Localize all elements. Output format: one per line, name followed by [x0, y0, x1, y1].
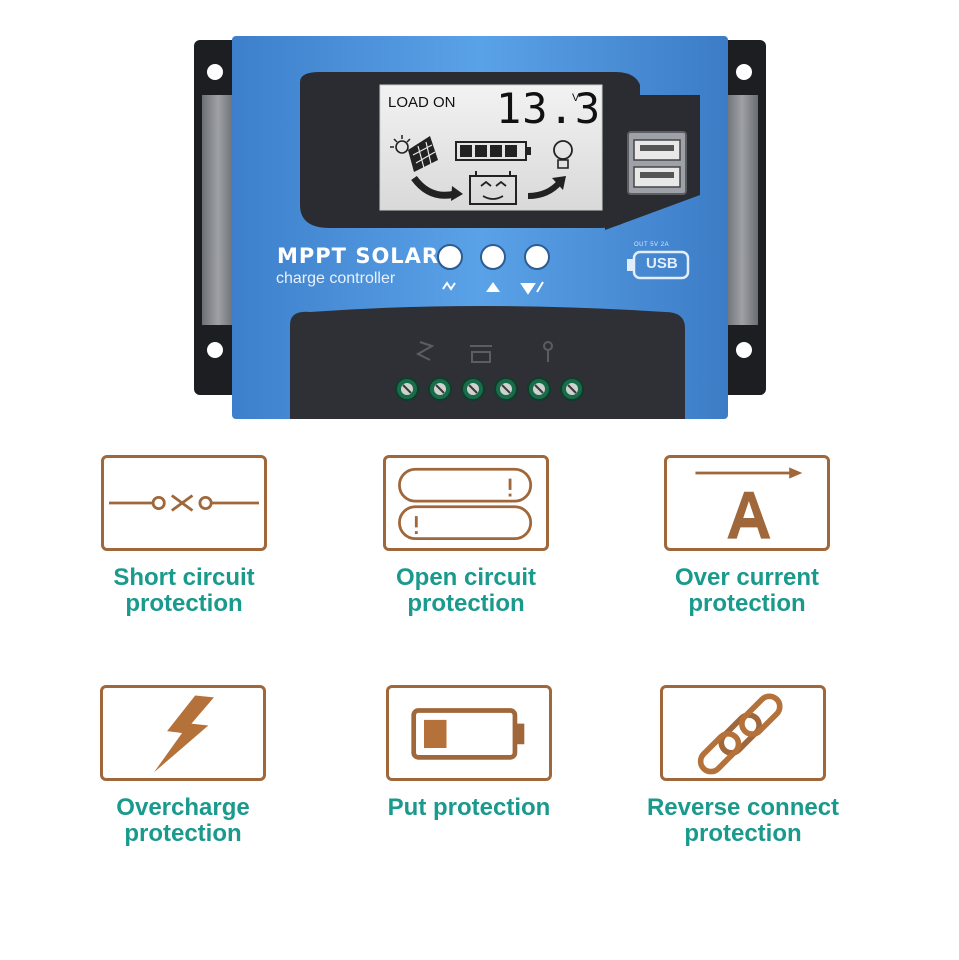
open-switch-icon [101, 455, 267, 551]
down-symbol-icon [520, 281, 544, 295]
brand-title: MPPT SOLAR [277, 244, 440, 268]
feature-put: Put protection [319, 685, 619, 865]
brand-subtitle: charge controller [276, 270, 396, 287]
lightning-icon [100, 685, 266, 781]
terminal-screw[interactable] [494, 377, 518, 401]
feature-reverse-connect: Reverse connect protection [593, 685, 893, 865]
solar-panel-icon [390, 135, 438, 172]
up-symbol-icon [486, 282, 500, 292]
battery-icon [386, 685, 552, 781]
feature-title: Put protection [387, 794, 551, 821]
terminal-symbols [415, 341, 553, 363]
feature-title: Short circuit [113, 564, 255, 591]
chain-link-icon [660, 685, 826, 781]
load-status-label: LOAD ON [388, 94, 456, 111]
charge-arrow-icon [411, 175, 463, 201]
up-button[interactable] [480, 244, 506, 270]
feature-title: Open circuit [395, 564, 537, 591]
feature-subtitle: protection [125, 590, 243, 617]
feature-title: Overcharge [116, 794, 250, 821]
right-mount-flange [718, 40, 766, 395]
battery-level-icon [455, 141, 531, 161]
loop-wire-icon [383, 455, 549, 551]
charge-controller-device: LOAD ON 13.3 V MPPT SOLAR charge control… [0, 0, 959, 430]
feature-over-current: Over current protection [597, 455, 897, 635]
terminal-screw[interactable] [461, 377, 485, 401]
feature-open-circuit: Open circuit protection [316, 455, 616, 635]
feature-title: Over current [674, 564, 820, 591]
terminal-screw[interactable] [560, 377, 584, 401]
usb-logo-label: USB [646, 255, 678, 272]
terminal-screw[interactable] [395, 377, 419, 401]
usb-rating-label: OUT 5V 2A [634, 242, 670, 248]
feature-subtitle: protection [407, 590, 525, 617]
down-button[interactable] [524, 244, 550, 270]
feature-subtitle: protection [684, 820, 802, 847]
discharge-arrow-icon [527, 176, 566, 199]
feature-subtitle: protection [124, 820, 242, 847]
left-mount-flange [194, 40, 242, 395]
battery-status-icon [469, 171, 517, 205]
terminal-screw[interactable] [527, 377, 551, 401]
bulb-icon [553, 140, 573, 169]
wiring-terminals[interactable] [395, 377, 584, 401]
feature-short-circuit: Short circuit protection [34, 455, 334, 635]
menu-symbol-icon [442, 281, 456, 291]
usb-logo-icon [627, 250, 690, 280]
voltage-readout: 13.3 [496, 84, 602, 133]
usb-ports[interactable] [627, 131, 687, 195]
voltage-unit: V [572, 92, 580, 104]
feature-title: Reverse connect [646, 794, 840, 821]
ampere-arrow-icon [664, 455, 830, 551]
feature-subtitle: protection [688, 590, 806, 617]
menu-button[interactable] [437, 244, 463, 270]
terminal-screw[interactable] [428, 377, 452, 401]
feature-overcharge: Overcharge protection [33, 685, 333, 865]
